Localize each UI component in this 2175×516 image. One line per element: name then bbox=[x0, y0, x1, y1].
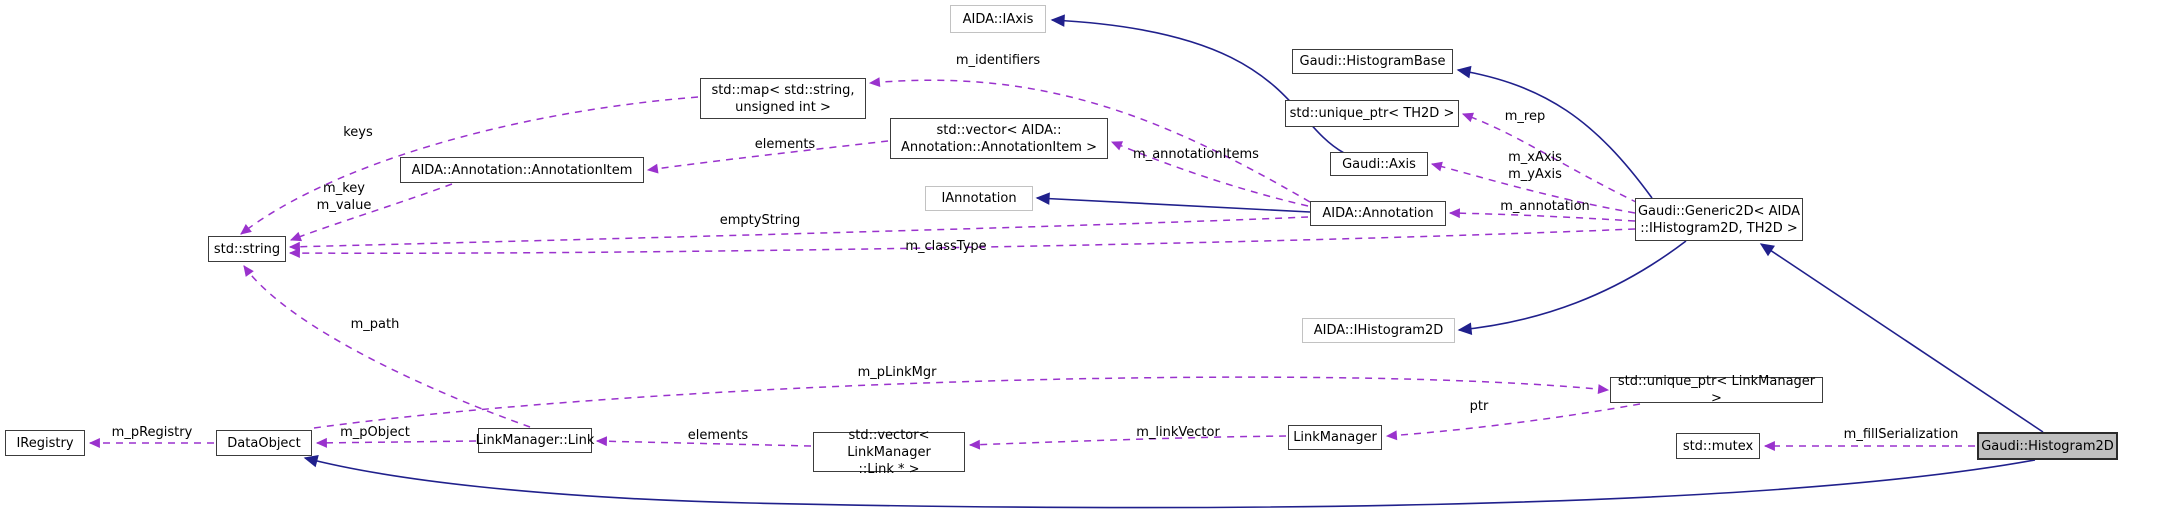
node-gaudi-histogram2d-label: Gaudi::Histogram2D bbox=[1981, 438, 2114, 454]
node-std-unique-ptr-th2d[interactable]: std::unique_ptr< TH2D > bbox=[1285, 100, 1459, 127]
node-aida-ihistogram2d[interactable]: AIDA::IHistogram2D bbox=[1302, 318, 1455, 343]
node-gaudi-histogram-base-label: Gaudi::HistogramBase bbox=[1299, 54, 1446, 69]
edge-usage-annotation-m-annotation-items bbox=[1110, 141, 1309, 207]
node-std-vector-annotation-item[interactable]: std::vector< AIDA:: Annotation::Annotati… bbox=[890, 118, 1108, 159]
node-std-unique-ptr-th2d-label: std::unique_ptr< TH2D > bbox=[1289, 106, 1455, 121]
node-std-mutex-label: std::mutex bbox=[1682, 438, 1754, 454]
node-gaudi-histogram2d[interactable]: Gaudi::Histogram2D bbox=[1977, 432, 2118, 460]
node-std-vector-linkmanager-link-label: std::vector< LinkManager ::Link * > bbox=[847, 427, 931, 477]
edge-usage-dataobject-m-p-link-mgr bbox=[313, 376, 1610, 429]
edge-usage-generic2d-m-annotation bbox=[1448, 208, 1636, 222]
node-iannotation-label: IAnnotation bbox=[941, 191, 1017, 206]
node-std-string[interactable]: std::string bbox=[208, 236, 286, 262]
edge-usage-annotation-empty-string bbox=[288, 216, 1309, 252]
node-iregistry-label: IRegistry bbox=[16, 435, 74, 451]
edge-inheritance-gaudi-axis-to-aida-iaxis bbox=[1050, 14, 1345, 154]
node-std-map-string-uint[interactable]: std::map< std::string, unsigned int > bbox=[700, 78, 866, 119]
edge-inheritance-generic2d-to-histogram-base bbox=[1456, 65, 1653, 199]
node-linkmanager-label: LinkManager bbox=[1293, 430, 1377, 445]
node-std-map-string-uint-label: std::map< std::string, unsigned int > bbox=[711, 82, 855, 115]
edge-usage-vector-elements-annotation bbox=[646, 140, 889, 174]
edge-usage-generic2d-m-class-type bbox=[288, 228, 1636, 259]
node-gaudi-axis[interactable]: Gaudi::Axis bbox=[1330, 152, 1428, 176]
node-aida-iaxis-label: AIDA::IAxis bbox=[962, 11, 1034, 27]
node-linkmanager-link[interactable]: LinkManager::Link bbox=[475, 428, 595, 453]
node-std-string-label: std::string bbox=[213, 241, 281, 257]
edge-usage-link-m-path bbox=[243, 265, 531, 428]
node-iregistry[interactable]: IRegistry bbox=[5, 430, 85, 456]
node-linkmanager-link-label: LinkManager::Link bbox=[475, 433, 595, 448]
edge-usage-link-m-p-object bbox=[315, 437, 477, 448]
node-linkmanager[interactable]: LinkManager bbox=[1288, 425, 1382, 450]
node-dataobject-label: DataObject bbox=[227, 435, 301, 451]
node-std-unique-ptr-linkmanager-label: std::unique_ptr< LinkManager > bbox=[1617, 374, 1816, 406]
node-std-vector-annotation-item-label: std::vector< AIDA:: Annotation::Annotati… bbox=[901, 122, 1097, 155]
edge-usage-unique-ptr-ptr bbox=[1385, 403, 1641, 441]
edge-usage-map-keys bbox=[240, 96, 699, 235]
edge-usage-vector-elements-link bbox=[595, 436, 812, 447]
edge-usage-annotation-m-identifiers bbox=[868, 77, 1311, 203]
node-aida-ihistogram2d-label: AIDA::IHistogram2D bbox=[1313, 323, 1444, 338]
edge-usage-linkmanager-m-link-vector bbox=[968, 435, 1287, 450]
edge-usage-annotation-item-m-key-m-value bbox=[289, 183, 453, 242]
node-iannotation[interactable]: IAnnotation bbox=[925, 186, 1033, 211]
edge-usage-generic2d-m-rep bbox=[1461, 112, 1639, 204]
node-gaudi-generic2d[interactable]: Gaudi::Generic2D< AIDA ::IHistogram2D, T… bbox=[1635, 198, 1803, 241]
edge-inheritance-aida-annotation-to-iannotation bbox=[1035, 192, 1311, 213]
node-aida-iaxis[interactable]: AIDA::IAxis bbox=[950, 5, 1046, 33]
edge-inheritance-histogram2d-to-generic2d bbox=[1759, 243, 2044, 433]
edge-inheritance-generic2d-to-aida-ihistogram2d bbox=[1457, 240, 1687, 336]
node-std-unique-ptr-linkmanager[interactable]: std::unique_ptr< LinkManager > bbox=[1610, 374, 1823, 406]
node-gaudi-axis-label: Gaudi::Axis bbox=[1342, 156, 1416, 172]
edge-usage-generic2d-m-axes bbox=[1430, 161, 1636, 214]
node-aida-annotation[interactable]: AIDA::Annotation bbox=[1310, 201, 1446, 226]
node-gaudi-histogram-base[interactable]: Gaudi::HistogramBase bbox=[1292, 49, 1453, 74]
node-dataobject[interactable]: DataObject bbox=[216, 430, 312, 456]
node-aida-annotation-annotation-item[interactable]: AIDA::Annotation::AnnotationItem bbox=[400, 157, 644, 183]
node-gaudi-generic2d-label: Gaudi::Generic2D< AIDA ::IHistogram2D, T… bbox=[1637, 203, 1801, 236]
edge-inheritance-histogram2d-to-dataobject bbox=[303, 455, 2036, 509]
node-aida-annotation-annotation-item-label: AIDA::Annotation::AnnotationItem bbox=[411, 162, 633, 178]
node-std-vector-linkmanager-link[interactable]: std::vector< LinkManager ::Link * > bbox=[813, 428, 965, 477]
node-std-mutex[interactable]: std::mutex bbox=[1676, 433, 1760, 459]
node-aida-annotation-label: AIDA::Annotation bbox=[1322, 206, 1434, 221]
